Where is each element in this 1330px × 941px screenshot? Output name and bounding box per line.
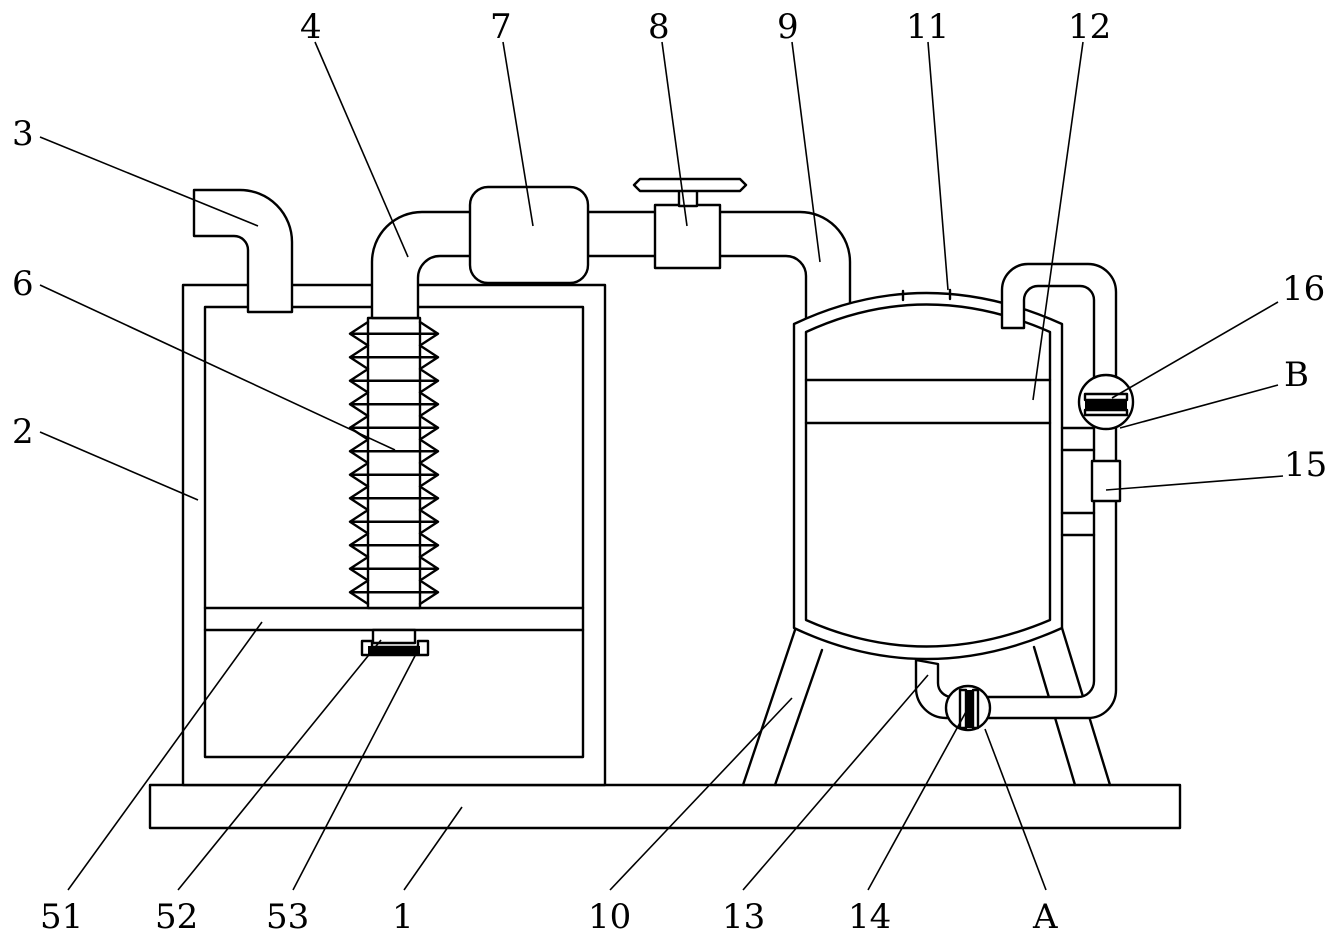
label-3: 3 (12, 114, 34, 154)
return-pipe (983, 262, 1135, 720)
label-6: 6 (12, 264, 34, 304)
label-9: 9 (777, 7, 799, 47)
part-labels: 3 6 2 4 7 8 9 11 12 16 B 15 51 52 53 1 1… (12, 7, 1327, 937)
label-2: 2 (12, 412, 34, 452)
label-B: B (1284, 355, 1309, 395)
label-4: 4 (300, 7, 322, 47)
label-16: 16 (1282, 269, 1325, 309)
base-plate (148, 783, 1182, 830)
inlet-pipe (192, 188, 294, 314)
bottom-outlet (914, 658, 992, 732)
filter-cartridge (360, 628, 430, 657)
label-13: 13 (722, 897, 765, 937)
label-51: 51 (40, 897, 83, 937)
label-15: 15 (1284, 445, 1327, 485)
label-10: 10 (588, 897, 631, 937)
pump-box (468, 185, 590, 285)
label-53: 53 (266, 897, 309, 937)
valve (632, 177, 748, 270)
label-52: 52 (155, 897, 198, 937)
leader-lines (39, 41, 1284, 891)
tank (792, 288, 1064, 661)
label-8: 8 (648, 7, 670, 47)
label-7: 7 (490, 7, 512, 47)
label-14: 14 (848, 897, 891, 937)
label-A: A (1032, 897, 1058, 937)
label-1: 1 (392, 897, 414, 937)
label-11: 11 (906, 7, 949, 47)
label-12: 12 (1068, 7, 1111, 47)
